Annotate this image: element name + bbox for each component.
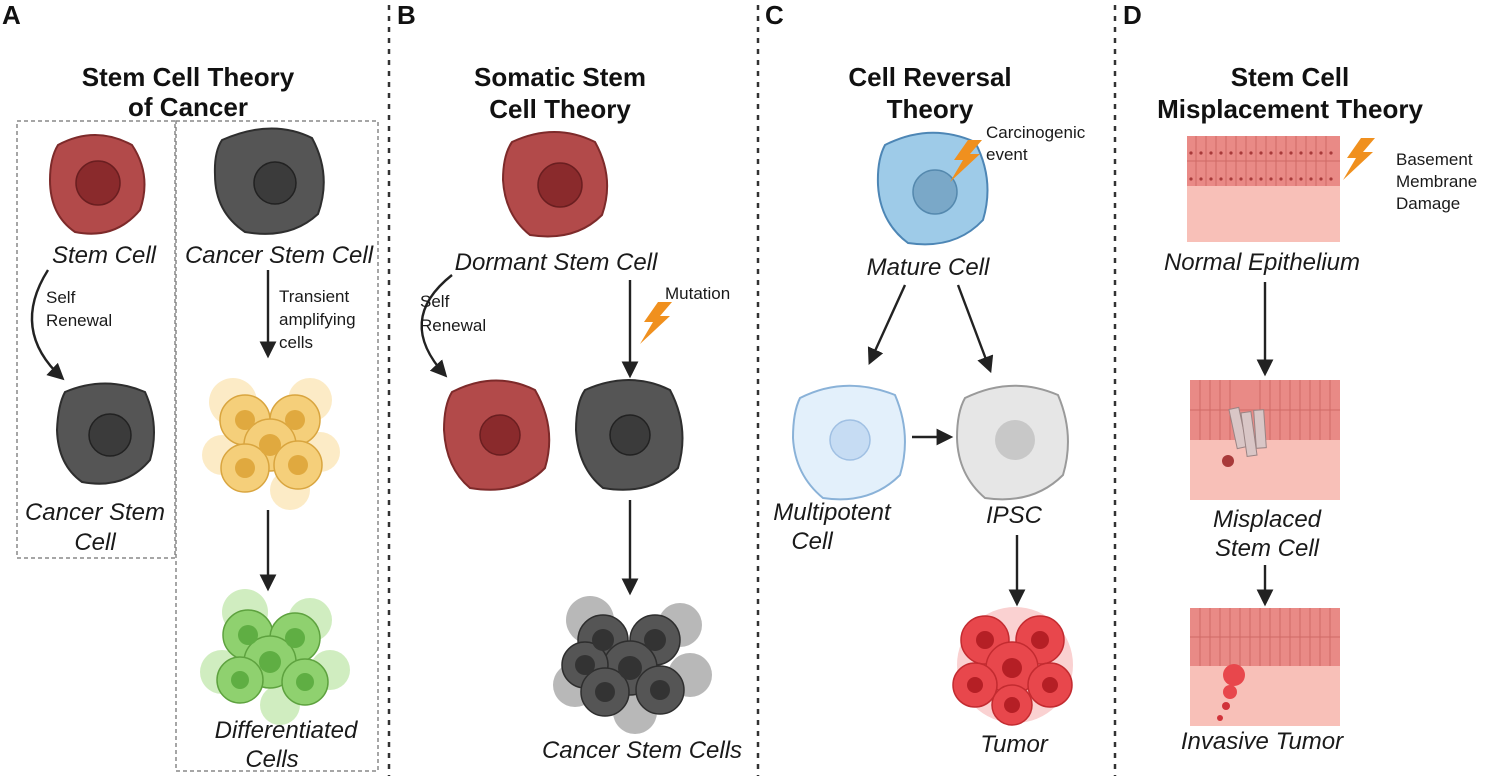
dormant-stem-cell-icon: [501, 131, 609, 238]
cancer-stem-cell-bottom-label-line1: Cancer Stem: [25, 499, 165, 526]
cancer-stem-cell-top-label: Cancer Stem Cell: [185, 242, 374, 269]
transient-label-line1: Transient: [279, 287, 350, 306]
damage-lightning-icon: [1343, 138, 1375, 180]
damage-label-line1: Basement: [1396, 150, 1473, 169]
misplaced-label-line1: Misplaced: [1213, 506, 1322, 533]
ipsc-cell-icon: [955, 384, 1069, 501]
panel-b: B Somatic Stem Cell Theory Dormant Stem …: [397, 0, 742, 764]
damage-label-line3: Damage: [1396, 194, 1460, 213]
self-renewal-arrow-b: [420, 274, 453, 378]
panel-c-title-line1: Cell Reversal: [848, 62, 1011, 92]
invasive-tumor-label: Invasive Tumor: [1181, 728, 1344, 755]
panel-a-title-line1: Stem Cell Theory: [82, 62, 295, 92]
cancer-stem-cell-bottom-icon: [55, 382, 155, 485]
tumor-icon: [952, 607, 1073, 726]
ipsc-label: IPSC: [986, 502, 1043, 529]
panel-a-title-line2: of Cancer: [128, 92, 248, 122]
mutation-lightning-icon: [640, 302, 672, 344]
cancer-stem-cell-bottom-label-line2: Cell: [74, 529, 116, 556]
transient-amplifying-cluster-icon: [202, 378, 340, 510]
transient-label-line3: cells: [279, 333, 313, 352]
panel-d-letter: D: [1123, 0, 1142, 30]
panel-d-title-line1: Stem Cell: [1231, 62, 1350, 92]
stem-cell-icon: [48, 134, 146, 235]
damage-label-line2: Membrane: [1396, 172, 1477, 191]
mature-cell-label: Mature Cell: [867, 254, 990, 281]
panel-b-title-line1: Somatic Stem: [474, 62, 646, 92]
differentiated-cluster-icon: [200, 589, 350, 725]
multipotent-cell-icon: [791, 384, 906, 501]
dormant-stem-cell-label: Dormant Stem Cell: [455, 249, 658, 276]
misplaced-stem-cell-icon: [1190, 380, 1340, 500]
panel-a-letter: A: [2, 0, 21, 30]
differentiated-label-line1: Differentiated: [215, 717, 358, 744]
misplaced-label-line2: Stem Cell: [1215, 535, 1320, 562]
cancer-stem-cell-box: [175, 120, 379, 772]
multipotent-label-line1: Multipotent: [773, 499, 892, 526]
self-renewal-a-line1: Self: [46, 288, 76, 307]
mature-to-multipotent-arrow: [867, 284, 907, 366]
mature-cell-icon: [876, 131, 989, 246]
invasive-tumor-icon: [1190, 608, 1340, 726]
panel-d-title-line2: Misplacement Theory: [1157, 94, 1423, 124]
panel-b-title-line2: Cell Theory: [489, 94, 631, 124]
panel-c-letter: C: [765, 0, 784, 30]
carcinogenic-label-line2: event: [986, 145, 1028, 164]
self-renewal-a-line2: Renewal: [46, 311, 112, 330]
stem-cell-box: [16, 120, 176, 559]
cancer-stem-cell-top-icon: [213, 127, 325, 235]
panel-d: D Stem Cell Misplacement Theory Bas: [1123, 0, 1477, 755]
stem-cell-label: Stem Cell: [52, 242, 157, 269]
transient-label-line2: amplifying: [279, 310, 356, 329]
panel-c: C Cell Reversal Theory Carcinogenic even…: [765, 0, 1086, 758]
mutation-label: Mutation: [665, 284, 730, 303]
self-renewal-b-line1: Self: [420, 292, 450, 311]
carcinogenic-label-line1: Carcinogenic: [986, 123, 1086, 142]
normal-epithelium-icon: [1187, 136, 1340, 242]
self-renewal-b-line2: Renewal: [420, 316, 486, 335]
differentiated-label-line2: Cells: [245, 746, 298, 773]
cancer-stem-cell-b-icon: [574, 379, 684, 491]
cancer-stem-cells-cluster-icon: [553, 596, 712, 734]
mature-to-ipsc-arrow: [956, 284, 994, 374]
daughter-stem-cell-icon: [442, 379, 551, 491]
normal-epithelium-label: Normal Epithelium: [1164, 249, 1360, 276]
panel-c-title-line2: Theory: [887, 94, 974, 124]
self-renewal-arrow-a: [30, 269, 65, 381]
panel-a: A Stem Cell Theory of Cancer Stem Cell C…: [2, 0, 379, 773]
cancer-stem-cells-label: Cancer Stem Cells: [542, 737, 742, 764]
multipotent-label-line2: Cell: [791, 528, 833, 555]
tumor-label: Tumor: [980, 731, 1049, 758]
panel-b-letter: B: [397, 0, 416, 30]
